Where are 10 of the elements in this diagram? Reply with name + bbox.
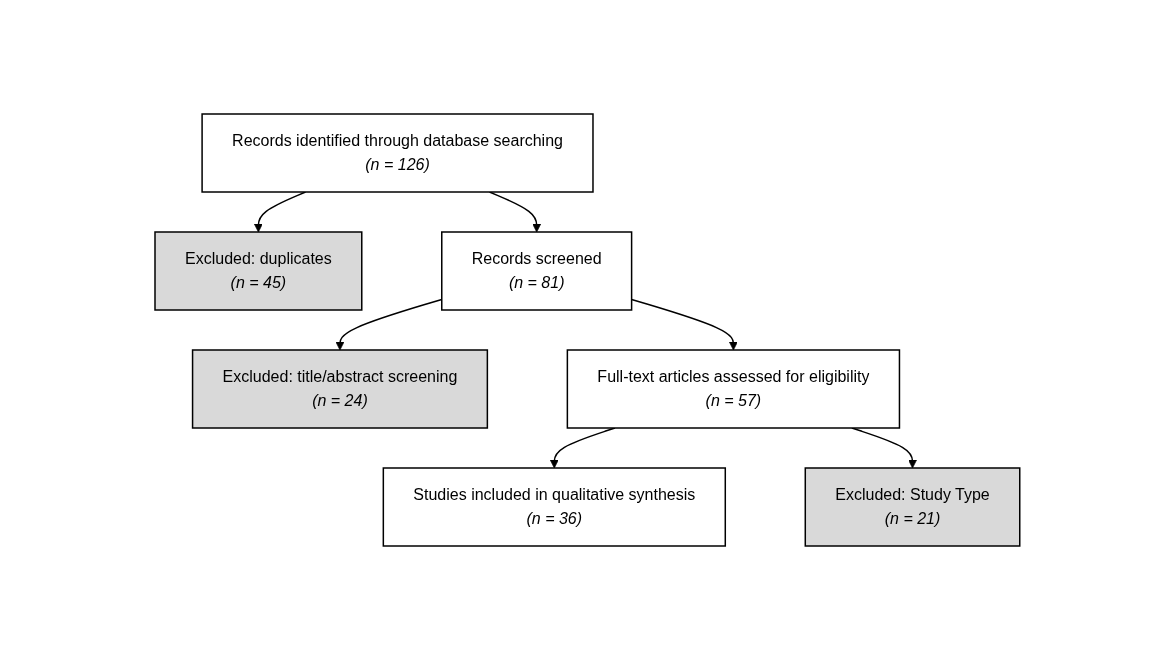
node-box: Excluded: duplicates (n = 45) — [153, 230, 363, 311]
node-box: Records identified through database searching (n = 126) — [200, 112, 594, 193]
arrow — [549, 426, 616, 468]
node-box: Excluded: title/abstract screening (n = 24) — [191, 348, 488, 429]
arrow — [488, 190, 541, 232]
node-box: Full-text articles assessed for eligibility (n = 57) — [566, 348, 900, 429]
node-box: Excluded: Study Type (n = 21) — [804, 466, 1021, 547]
arrow — [253, 190, 306, 232]
node-box: Records screened (n = 81) — [440, 230, 632, 311]
node-box: Studies included in qualitative synthesis (n = 36) — [382, 466, 726, 547]
